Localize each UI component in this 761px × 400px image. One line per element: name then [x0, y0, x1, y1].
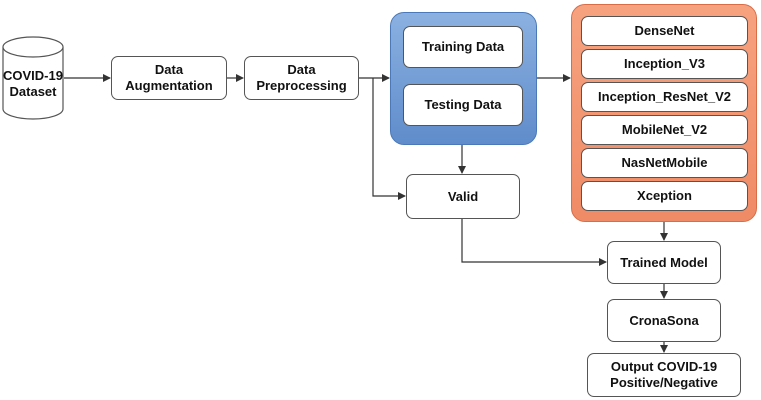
augmentation-label-line2: Augmentation — [125, 78, 213, 93]
model-item-nasnetmobile: NasNetMobile — [581, 148, 748, 178]
model-label: DenseNet — [634, 23, 695, 38]
model-label: Xception — [637, 188, 692, 203]
model-item-densenet: DenseNet — [581, 16, 748, 46]
model-item-inception-resnet-v2: Inception_ResNet_V2 — [581, 82, 748, 112]
dataset-label-line2: Dataset — [9, 84, 57, 99]
cronasona-box: CronaSona — [607, 299, 721, 342]
data-augmentation-box: Data Augmentation — [111, 56, 227, 100]
output-label-line2: Positive/Negative — [610, 375, 718, 390]
preprocessing-label-line1: Data — [287, 62, 316, 77]
model-item-xception: Xception — [581, 181, 748, 211]
valid-label: Valid — [447, 188, 479, 204]
model-label: Inception_V3 — [624, 56, 705, 71]
dataset-label-line1: COVID-19 — [3, 68, 63, 83]
output-label-line1: Output COVID-19 — [610, 359, 718, 374]
training-data-label: Training Data — [421, 39, 505, 54]
model-item-mobilenet-v2: MobileNet_V2 — [581, 115, 748, 145]
output-box: Output COVID-19 Positive/Negative — [587, 353, 741, 397]
training-data-box: Training Data — [403, 26, 523, 68]
arrow-preprocessing-to-valid — [372, 78, 406, 200]
testing-data-label: Testing Data — [424, 97, 502, 112]
model-label: Inception_ResNet_V2 — [598, 89, 731, 104]
model-item-inception-v3: Inception_V3 — [581, 49, 748, 79]
data-preprocessing-box: Data Preprocessing — [244, 56, 359, 100]
model-label: NasNetMobile — [621, 155, 708, 170]
database-icon — [2, 36, 64, 120]
model-label: MobileNet_V2 — [621, 122, 708, 137]
valid-box: Valid — [406, 174, 520, 219]
testing-data-box: Testing Data — [403, 84, 523, 126]
arrow-valid-to-trained — [461, 219, 607, 266]
dataset-cylinder: COVID-19 Dataset — [2, 36, 64, 120]
cronasona-label: CronaSona — [629, 312, 699, 328]
augmentation-label-line1: Data — [154, 62, 184, 77]
trained-model-label: Trained Model — [620, 254, 708, 270]
trained-model-box: Trained Model — [607, 241, 721, 284]
preprocessing-label-line2: Preprocessing — [256, 78, 347, 93]
